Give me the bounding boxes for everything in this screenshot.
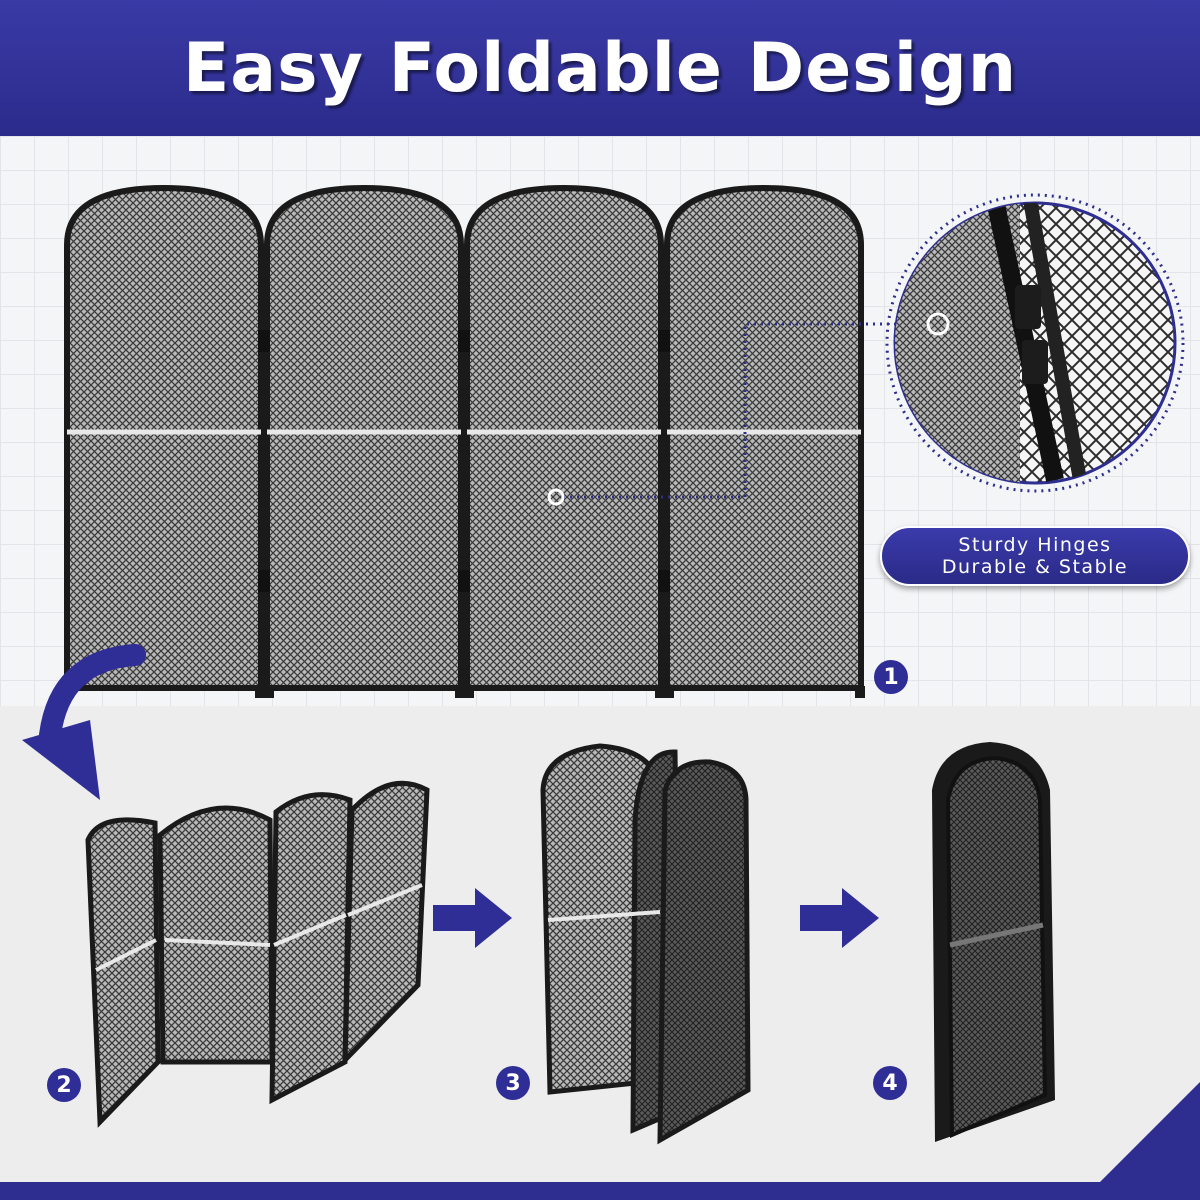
- header-banner: Easy Foldable Design: [0, 0, 1200, 136]
- arrow-right-icon: [433, 888, 512, 948]
- step-badge-2: 2: [47, 1068, 81, 1102]
- curved-arrow-icon: [22, 644, 146, 800]
- step-badge-4: 4: [873, 1066, 907, 1100]
- screen-panel-2: [264, 184, 464, 691]
- step-badge-3: 3: [496, 1066, 530, 1100]
- screen-panel-1: [64, 184, 264, 691]
- callout-line-2: Durable & Stable: [941, 556, 1129, 578]
- page-title: Easy Foldable Design: [182, 28, 1018, 108]
- hinge-zoom-circle: [885, 193, 1185, 493]
- step-badge-1: 1: [874, 660, 908, 694]
- corner-accent: [1100, 1082, 1200, 1182]
- footer-bar: [0, 1182, 1200, 1200]
- screen-hinges: [258, 330, 670, 592]
- fold-step-4-illustration: [932, 742, 1055, 1142]
- hinge-marker: [547, 488, 565, 506]
- fold-step-2-illustration: [85, 780, 430, 1128]
- hinge-callout-badge: Sturdy Hinges Durable & Stable: [880, 526, 1190, 586]
- callout-line-1: Sturdy Hinges: [958, 534, 1112, 556]
- fold-step-3-illustration: [540, 743, 751, 1145]
- connector-line: [563, 322, 932, 499]
- arrow-right-icon-2: [800, 888, 879, 948]
- screen-panel-3: [464, 184, 664, 691]
- screen-panel-4: [664, 184, 864, 691]
